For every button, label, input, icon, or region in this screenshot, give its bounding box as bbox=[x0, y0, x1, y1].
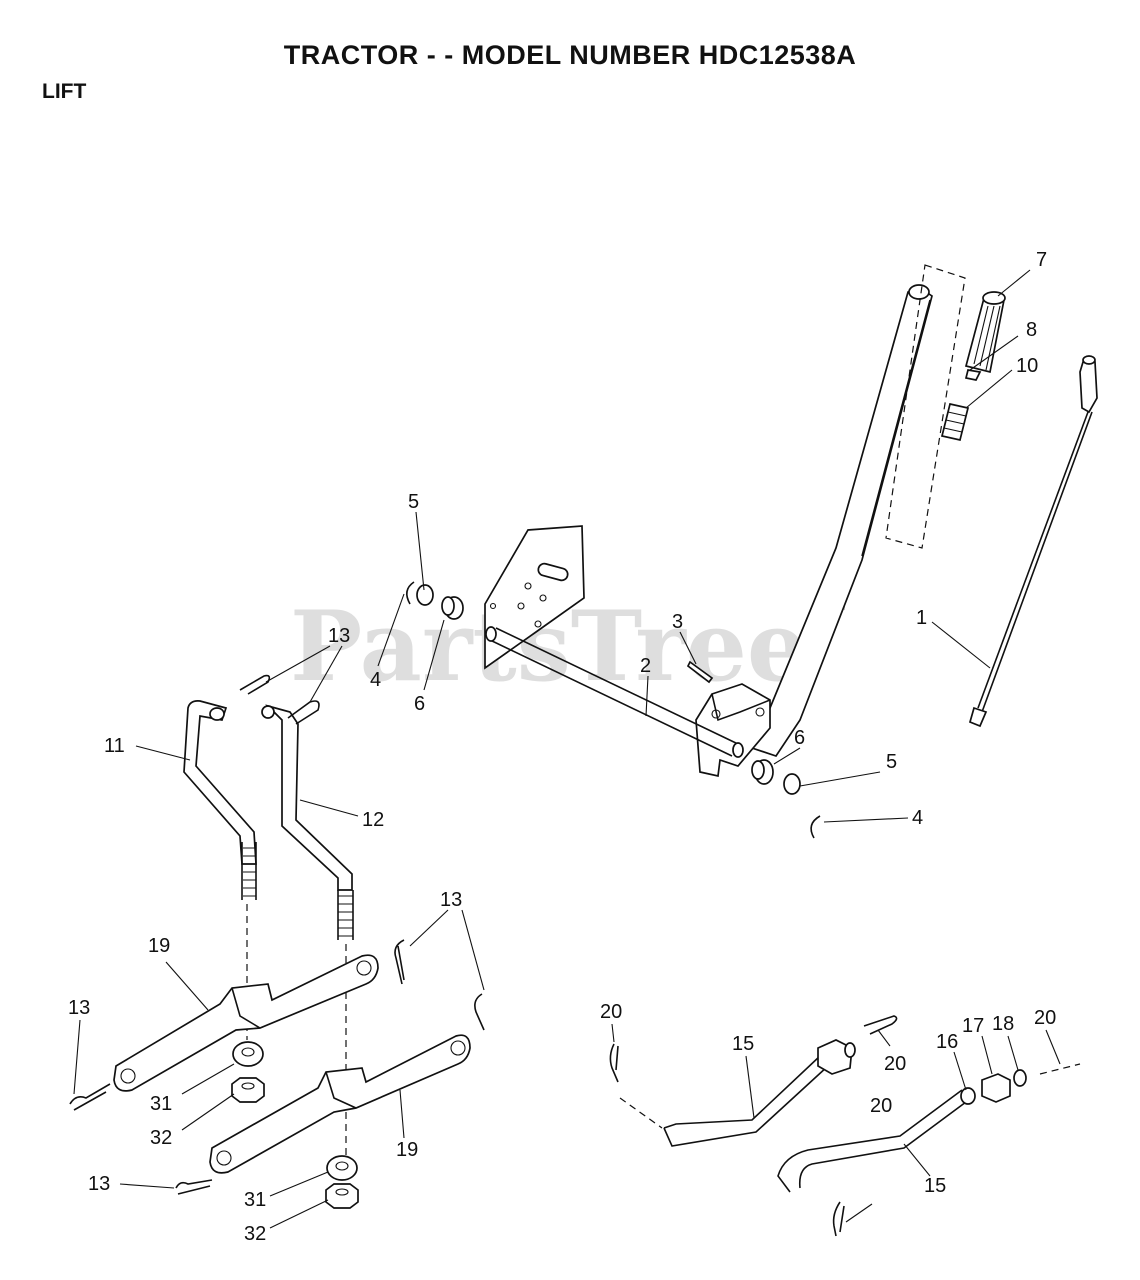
e-ring-lower bbox=[810, 815, 821, 839]
e-ring-upper bbox=[406, 581, 415, 605]
callout-10: 10 bbox=[1016, 355, 1038, 377]
callout-20-mid: 20 bbox=[884, 1053, 906, 1075]
callout-1: 1 bbox=[916, 607, 927, 629]
callout-13-mid: 13 bbox=[440, 889, 462, 911]
bushing-31-upper bbox=[232, 1041, 264, 1067]
handle-spring bbox=[940, 402, 970, 442]
hairpin-clip-5 bbox=[69, 1083, 111, 1111]
callout-31-upper: 31 bbox=[150, 1093, 172, 1115]
callout-13-top: 13 bbox=[328, 625, 350, 647]
hairpin-clip-6 bbox=[175, 1179, 213, 1195]
callout-labels: 7 8 10 1 5 4 6 3 2 13 11 12 6 5 4 13 19 … bbox=[68, 249, 1056, 1245]
callout-3: 3 bbox=[672, 611, 683, 633]
callout-7: 7 bbox=[1036, 249, 1047, 271]
callout-32-upper: 32 bbox=[150, 1127, 172, 1149]
clevis-block bbox=[981, 1069, 1027, 1103]
cotter-pin-3 bbox=[832, 1201, 845, 1237]
handle-grip bbox=[964, 291, 1006, 374]
callout-17: 17 bbox=[962, 1015, 984, 1037]
callout-12: 12 bbox=[362, 809, 384, 831]
callout-19-upper: 19 bbox=[148, 935, 170, 957]
callout-4-upper: 4 bbox=[370, 669, 381, 691]
cotter-pin-2 bbox=[863, 1015, 898, 1035]
section-label: LIFT bbox=[42, 80, 87, 103]
bushing-lower bbox=[751, 759, 774, 785]
hairpin-clip-3 bbox=[394, 939, 405, 985]
nut-32-upper bbox=[231, 1077, 265, 1103]
diagram-title: TRACTOR - - MODEL NUMBER HDC12538A bbox=[283, 40, 857, 70]
hairpin-clip-4 bbox=[474, 993, 485, 1031]
callout-20-right: 20 bbox=[1034, 1007, 1056, 1029]
callout-15-lower: 15 bbox=[924, 1175, 946, 1197]
lift-handle bbox=[750, 284, 933, 758]
callout-8: 8 bbox=[1026, 319, 1037, 341]
mounting-plate bbox=[484, 525, 585, 670]
cotter-pin-1 bbox=[609, 1043, 619, 1083]
ferrule bbox=[964, 369, 982, 381]
handle-phantom-outline bbox=[885, 264, 966, 549]
alignment-line-3 bbox=[1039, 1063, 1081, 1075]
deck-link-lower bbox=[777, 1087, 976, 1193]
deck-link-upper bbox=[663, 1039, 856, 1147]
bushing-31-lower bbox=[326, 1155, 358, 1181]
lift-link-left bbox=[183, 700, 257, 900]
callout-20-bottom: 20 bbox=[870, 1095, 892, 1117]
callout-18: 18 bbox=[992, 1013, 1014, 1035]
callout-6-lower: 6 bbox=[794, 727, 805, 749]
callout-13-bottom: 13 bbox=[88, 1173, 110, 1195]
washer-lower bbox=[783, 773, 801, 795]
nut-32-lower bbox=[325, 1183, 359, 1209]
callout-13-left: 13 bbox=[68, 997, 90, 1019]
callout-4-lower: 4 bbox=[912, 807, 923, 829]
callout-6-upper: 6 bbox=[414, 693, 425, 715]
callout-5-lower: 5 bbox=[886, 751, 897, 773]
callout-5-upper: 5 bbox=[408, 491, 419, 513]
spring-pin bbox=[686, 660, 714, 684]
leader-lines bbox=[73, 269, 1061, 1229]
lift-arm-upper bbox=[113, 954, 379, 1092]
lift-arm-lower bbox=[209, 1034, 471, 1174]
callout-16: 16 bbox=[936, 1031, 958, 1053]
alignment-line-4 bbox=[619, 1097, 663, 1129]
callout-32-lower: 32 bbox=[244, 1223, 266, 1245]
callout-20-left: 20 bbox=[600, 1001, 622, 1023]
cross-shaft bbox=[485, 626, 744, 758]
callout-31-lower: 31 bbox=[244, 1189, 266, 1211]
lift-rod bbox=[968, 355, 1098, 728]
callout-15-upper: 15 bbox=[732, 1033, 754, 1055]
lift-link-right bbox=[261, 704, 354, 940]
callout-2: 2 bbox=[640, 655, 651, 677]
callout-11: 11 bbox=[104, 735, 125, 757]
callout-19-lower: 19 bbox=[396, 1139, 418, 1161]
bushing-upper bbox=[441, 596, 464, 620]
washer-upper bbox=[416, 584, 434, 606]
hairpin-clip-1 bbox=[239, 674, 271, 695]
handle-bracket bbox=[695, 683, 771, 778]
